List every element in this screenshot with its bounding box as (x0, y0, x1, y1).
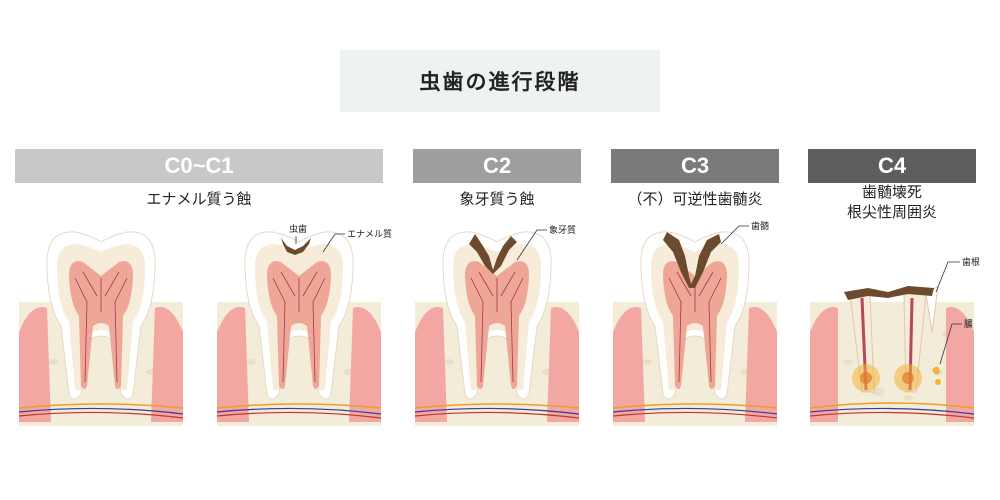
tooth-figure-healthy (17, 222, 185, 428)
stage-code: C4 (878, 153, 906, 179)
tooth-enamel-caries-svg: 虫歯 エナメル質 (215, 222, 383, 428)
gum-left (217, 307, 249, 422)
gum-right (151, 307, 183, 422)
tooth-healthy-svg (17, 222, 185, 428)
tooth-base (613, 232, 777, 426)
callout-pulp: 歯髄 (751, 220, 769, 232)
stage-desc-c3: （不）可逆性歯髄炎 (601, 189, 789, 209)
gum-right (349, 307, 381, 422)
gum-right (547, 307, 579, 422)
tooth-figure-enamel-caries: 虫歯 エナメル質 (215, 222, 383, 428)
page-title: 虫歯の進行段階 (420, 66, 581, 96)
tooth-necrosis-svg: 歯根 膿 (808, 222, 976, 428)
stage-desc-c2: 象牙質う蝕 (413, 189, 581, 209)
stage-bar-c2: C2 (413, 149, 581, 183)
tooth-base (217, 232, 381, 426)
stage-bar-c3: C3 (611, 149, 779, 183)
callout-enamel: エナメル質 (347, 228, 392, 240)
tooth-base (19, 232, 183, 426)
stage-code: C2 (483, 153, 511, 179)
tooth-figure-dentin-caries: 象牙質 (413, 222, 581, 428)
stage-desc-c0-c1: エナメル質う蝕 (15, 189, 383, 209)
stage-code: C0~C1 (164, 153, 233, 179)
stage-bar-c4: C4 (808, 149, 976, 183)
gum-right (745, 307, 777, 422)
callout-root: 歯根 (962, 256, 980, 268)
callout-pus: 膿 (964, 318, 973, 330)
gum-left (19, 307, 51, 422)
stage-desc-c4: 歯髄壊死 根尖性周囲炎 (808, 182, 976, 222)
callout-caries: 虫歯 (289, 223, 307, 235)
title-box: 虫歯の進行段階 (340, 50, 660, 112)
stage-code: C3 (681, 153, 709, 179)
callout-dentin: 象牙質 (549, 224, 576, 236)
stage-bar-c0-c1: C0~C1 (15, 149, 383, 183)
tooth-dentin-caries-svg: 象牙質 (413, 222, 581, 428)
tooth-figure-pulpitis: 歯髄 (611, 222, 779, 428)
gum-left (415, 307, 447, 422)
tooth-figure-necrosis: 歯根 膿 (808, 222, 976, 428)
gum-left (613, 307, 645, 422)
tooth-pulpitis-svg: 歯髄 (611, 222, 779, 428)
